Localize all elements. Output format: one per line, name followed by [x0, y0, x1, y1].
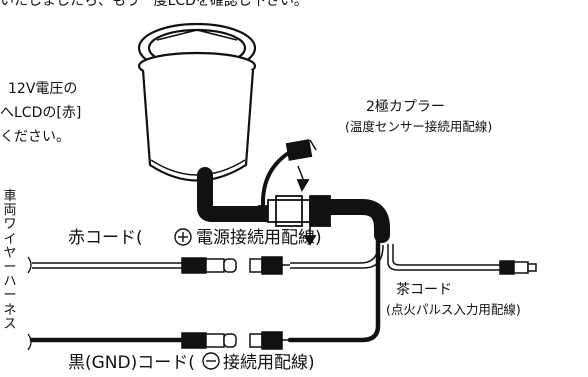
- side-note-line-3: ください。: [0, 129, 70, 145]
- red-cord-label-prefix: 赤コード(: [68, 228, 143, 248]
- main-cable: [197, 150, 390, 243]
- harness-char: ワ: [3, 217, 17, 233]
- brown-cord-wire: [387, 244, 500, 271]
- top-caption: いたしましたら、もう一度LCDを確認し下さい。: [0, 0, 308, 9]
- black-cord-label-prefix: 黒(GND)コード(: [68, 353, 195, 373]
- minus-circle-icon: [202, 352, 220, 370]
- harness-char: ヤ: [3, 245, 17, 261]
- brown-cord-desc: (点火パルス入力用配線): [386, 302, 521, 317]
- harness-label: 車 両 ワ イ ヤ ー ハ ー ネ ス: [3, 189, 17, 332]
- harness-char: イ: [3, 231, 17, 247]
- harness-char: ハ: [3, 274, 17, 290]
- brown-cord-title: 茶コード: [396, 282, 452, 298]
- harness-char: 車: [3, 189, 17, 204]
- harness-char: 両: [3, 203, 17, 219]
- side-note-line-1: 12V電圧の: [8, 81, 78, 97]
- black-cord-wire: [29, 237, 381, 343]
- harness-char: ネ: [3, 302, 17, 318]
- black-cord-label-suffix: 接続用配線): [223, 353, 315, 373]
- harness-char: ー: [3, 260, 17, 276]
- coupler-connector: [258, 139, 331, 246]
- black-cord-connectors: [181, 331, 290, 350]
- gauge-meter: [137, 22, 257, 182]
- plus-circle-icon: [174, 228, 192, 246]
- side-note-line-2: へLCDの[赤]: [0, 105, 82, 121]
- harness-char: ス: [3, 316, 17, 332]
- red-cord-label-suffix: 電源接続用配線): [196, 228, 322, 248]
- coupler-desc: (温度センサー接続用配線): [345, 119, 493, 134]
- harness-brackets: [27, 256, 32, 351]
- coupler-title: 2極カプラー: [366, 99, 445, 115]
- brown-cord-connector: [499, 260, 537, 275]
- harness-char: ー: [3, 288, 17, 304]
- red-cord-connectors: [181, 256, 290, 275]
